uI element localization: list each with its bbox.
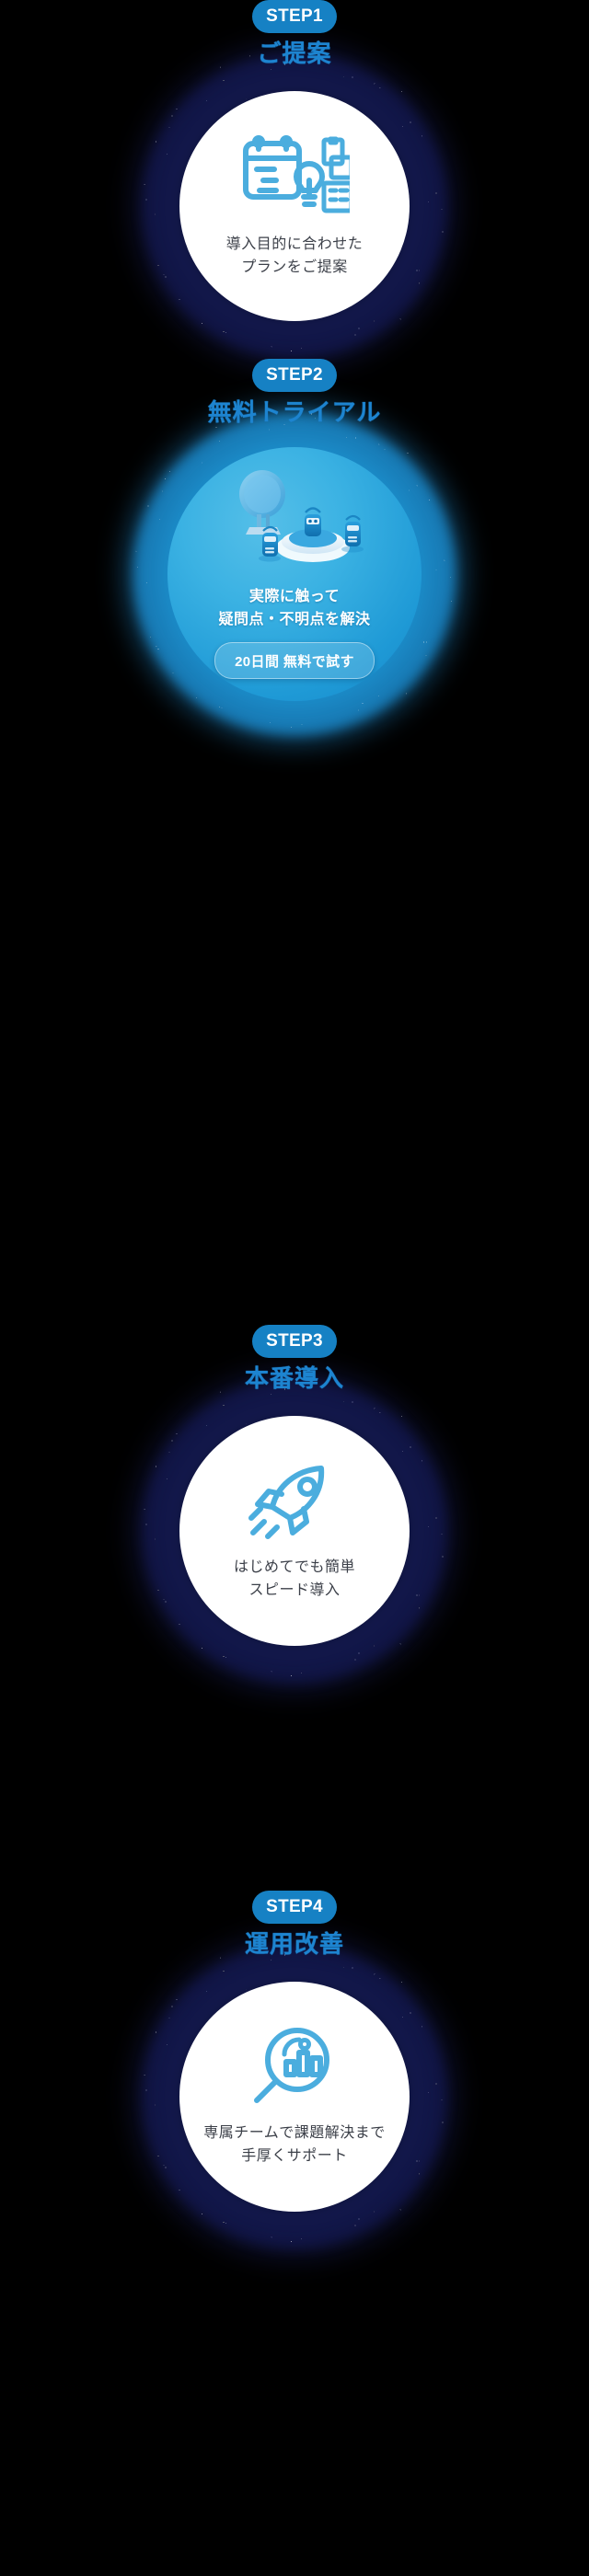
step-3-body: はじめてでも簡単 スピード導入: [234, 1557, 355, 1603]
step-4-card: 専属チームで課題解決まで 手厚くサポート: [179, 1981, 410, 2212]
step-2-card: 実際に触って 疑問点・不明点を解決 20日間 無料で試す: [167, 446, 422, 701]
step-2-ring: 実際に触って 疑問点・不明点を解決 20日間 無料で試す: [49, 328, 540, 820]
calendar-lightbulb-icon: [239, 132, 354, 221]
step-1-body-line2: プランをご提案: [241, 259, 348, 275]
step-3-card: はじめてでも簡単 スピード導入: [179, 1415, 410, 1646]
step-4-title: 運用改善: [244, 1930, 344, 1958]
step-2-body-line1: 実際に触って: [248, 588, 341, 604]
step-2-section: STEP2 無料トライアル: [0, 328, 589, 820]
step-4-section: STEP4 運用改善: [0, 1864, 589, 2329]
step-3-title: 本番導入: [244, 1364, 344, 1392]
step-4-ring: 専属チームで課題解決まで 手厚くサポート: [62, 1864, 527, 2329]
step-1-card: 導入目的に合わせた プランをご提案: [179, 90, 410, 321]
step-1-body-line1: 導入目的に合わせた: [225, 236, 364, 252]
step-4-body: 専属チームで課題解決まで 手厚くサポート: [203, 2122, 386, 2168]
step-3-badge: STEP3: [252, 1325, 337, 1358]
step-1-badge: STEP1: [252, 0, 337, 33]
step-3-body-line1: はじめてでも簡単: [233, 1558, 355, 1575]
rocket-icon: [244, 1459, 345, 1544]
step-3-ring: はじめてでも簡単 スピード導入: [62, 1298, 527, 1764]
step-2-title: 無料トライアル: [207, 398, 382, 426]
step-3-body-line2: スピード導入: [248, 1581, 341, 1598]
step-4-badge: STEP4: [252, 1891, 337, 1924]
step-2-badge: STEP2: [252, 359, 337, 392]
step-1-section: STEP1 ご提案: [0, 0, 589, 439]
free-trial-button[interactable]: 20日間 無料で試す: [214, 642, 375, 680]
step-1-title: ご提案: [257, 40, 332, 67]
step-3-section: STEP3 本番導入: [0, 1298, 589, 1764]
step-1-body: 導入目的に合わせた プランをご提案: [226, 234, 364, 280]
step-2-body-line2: 疑問点・不明点を解決: [218, 611, 371, 627]
step-2-body: 実際に触って 疑問点・不明点を解決: [218, 586, 370, 632]
robot-trial-illustration: [198, 463, 391, 573]
magnifier-chart-icon: [244, 2025, 345, 2110]
step-4-body-line1: 専属チームで課題解決まで: [203, 2124, 386, 2141]
step-1-ring: 導入目的に合わせた プランをご提案: [62, 0, 527, 439]
step-4-body-line2: 手厚くサポート: [241, 2147, 348, 2164]
